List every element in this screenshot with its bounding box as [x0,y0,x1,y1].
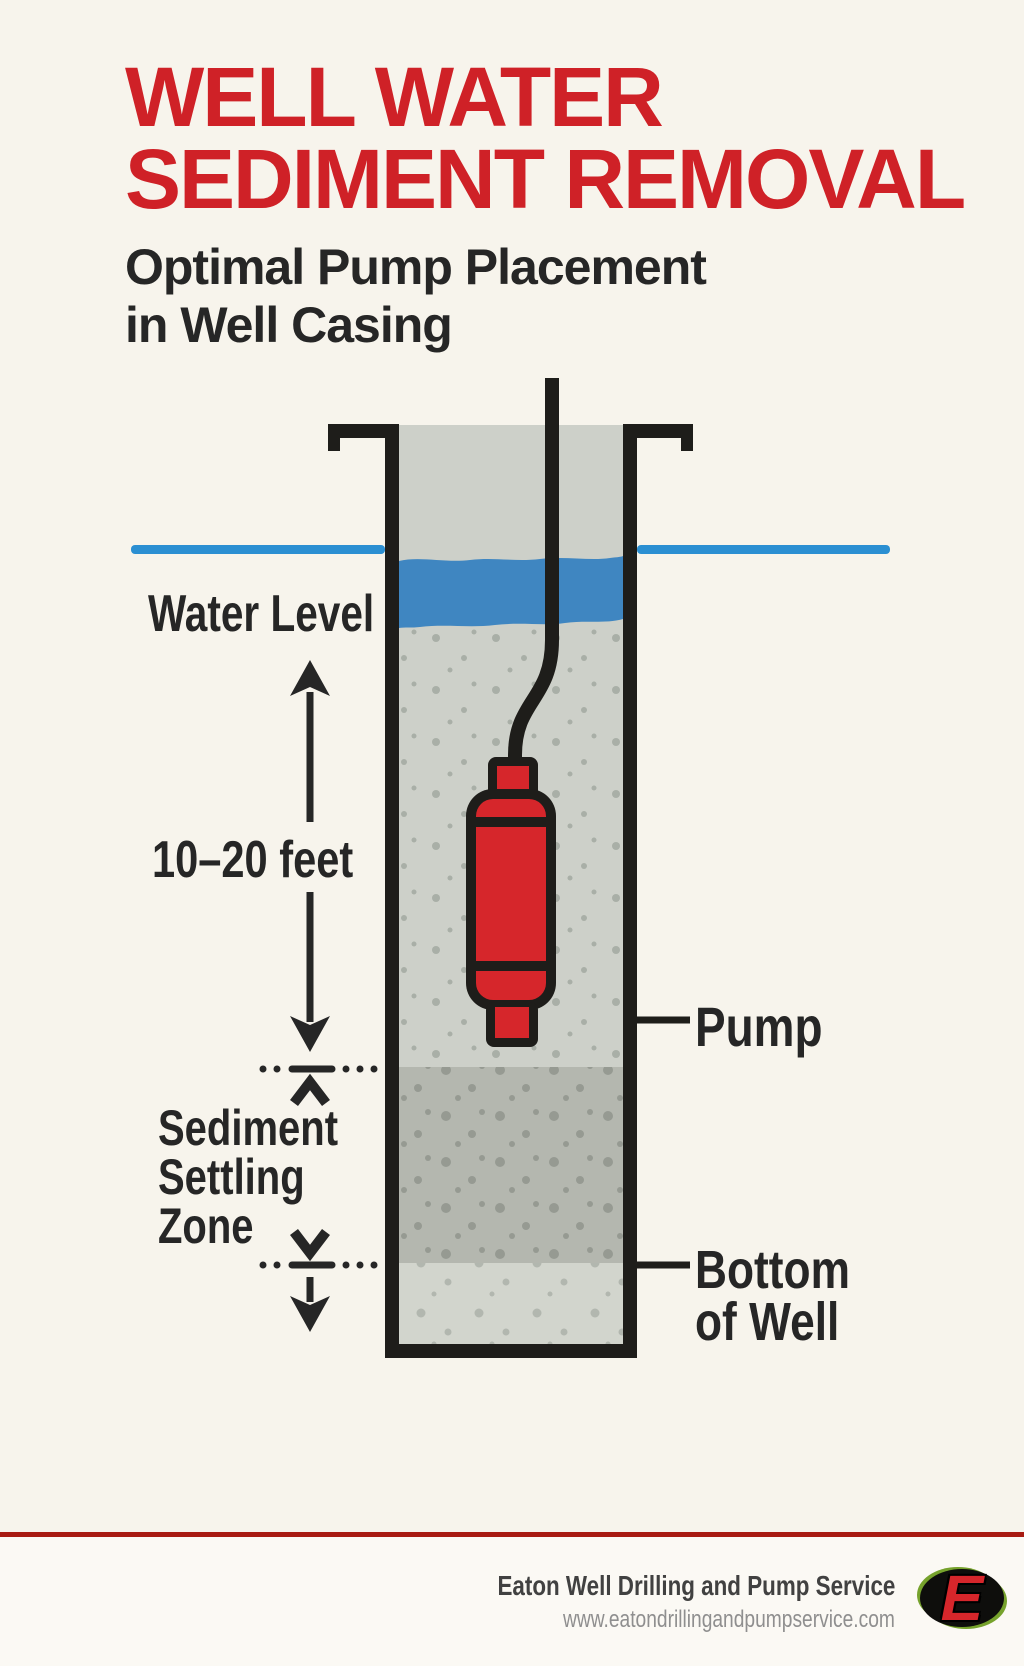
footer-divider [0,1532,1024,1537]
sediment-zone-speckles [399,1067,623,1263]
casing-right-flange-lip [681,424,693,451]
sediment-top-marker [259,1065,378,1107]
pump-outlet [495,1007,529,1038]
company-name: Eaton Well Drilling and Pump Service [497,1570,895,1601]
casing-left-flange [328,424,399,438]
bottom-zone-speckles [399,1263,623,1344]
casing-left-wall [385,424,399,1358]
sediment-zone-label-line2: Settling [158,1149,305,1205]
casing-left-flange-lip [328,424,340,451]
pump-band-top [476,817,546,827]
distance-label: 10–20 feet [152,831,354,889]
water-level-line-right [637,545,890,554]
bottom-of-well-label-line2: of Well [695,1292,840,1352]
page-subtitle-line2: in Well Casing [125,297,453,353]
drop-pipe [508,378,559,764]
pump-label: Pump [695,995,823,1058]
bottom-of-well-label: Bottom of Well [695,1240,850,1352]
website-url: www.eatondrillingandpumpservice.com [563,1606,895,1633]
page-subtitle: Optimal Pump Placement in Well Casing [125,238,707,354]
page-title-line1: WELL WATER [125,50,664,144]
casing-bottom [385,1344,637,1358]
page-subtitle-line1: Optimal Pump Placement [125,239,707,295]
pump-band-bottom [476,961,546,971]
sediment-zone-label-line3: Zone [158,1198,254,1254]
water-level-label: Water Level [148,585,375,643]
page-title-line2: SEDIMENT REMOVAL [125,132,966,226]
sediment-zone-label-line1: Sediment [158,1100,339,1156]
sediment-bottom-marker [259,1228,378,1332]
logo-letter: E [940,1562,984,1634]
water-level-line-left [131,545,385,554]
casing-right-wall [623,424,637,1358]
page-title: WELL WATER SEDIMENT REMOVAL [125,50,966,226]
range-arrow-down-head [290,1016,330,1052]
bottom-of-well-label-line1: Bottom [695,1240,850,1300]
casing-right-flange [623,424,693,438]
sediment-zone-label: Sediment Settling Zone [158,1100,339,1254]
footer [0,1537,1024,1666]
range-arrow-up-head [290,660,330,696]
water-band [399,556,623,628]
company-logo-icon: E [920,1563,1004,1633]
pump-body [476,799,546,1000]
